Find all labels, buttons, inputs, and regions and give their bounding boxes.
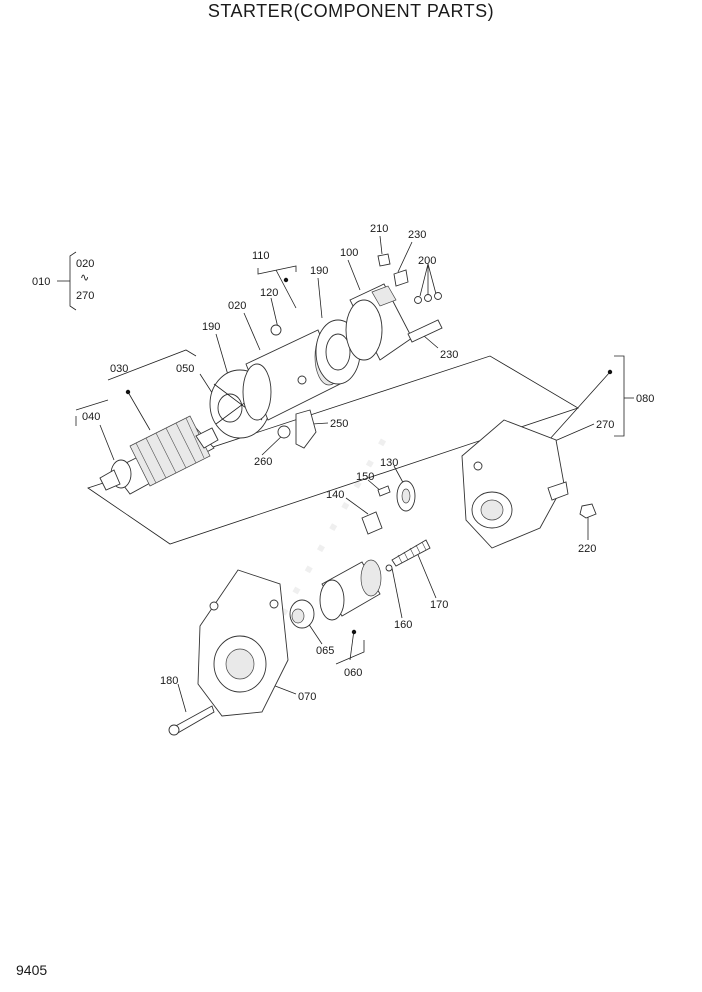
- callout-270-left: 270: [76, 290, 94, 302]
- callout-100: 100: [340, 247, 358, 259]
- callout-130: 130: [380, 457, 398, 469]
- callout-080: 080: [636, 393, 654, 405]
- callout-210: 210: [370, 223, 388, 235]
- rear-cover-part: [345, 283, 413, 361]
- callout-020-top: 020: [76, 258, 94, 270]
- callout-120: 120: [260, 287, 278, 299]
- callout-110: 110: [252, 250, 270, 262]
- range-symbol: ∿: [80, 272, 89, 284]
- callout-190-top: 190: [310, 265, 328, 277]
- callout-270-right: 270: [596, 419, 614, 431]
- callout-200: 200: [418, 255, 436, 267]
- callout-010: 010: [32, 276, 50, 288]
- callout-180: 180: [160, 675, 178, 687]
- callout-060: 060: [344, 667, 362, 679]
- part-drawings: [99, 253, 613, 736]
- callout-065: 065: [316, 645, 334, 657]
- housing-part: [461, 419, 569, 549]
- callout-170: 170: [430, 599, 448, 611]
- callout-190-left: 190: [202, 321, 220, 333]
- callout-labels: 010 020 ∿ 270 110 120 190 100 210 230 20…: [32, 223, 654, 703]
- leader-lines: [57, 235, 634, 713]
- page-title: STARTER(COMPONENT PARTS): [207, 1, 495, 21]
- callout-230-bottom: 230: [440, 349, 458, 361]
- callout-230-top: 230: [408, 229, 426, 241]
- front-bracket-part: [197, 569, 289, 717]
- callout-250: 250: [330, 418, 348, 430]
- callout-160: 160: [394, 619, 412, 631]
- callout-260: 260: [254, 456, 272, 468]
- callout-070: 070: [298, 691, 316, 703]
- clutch-part: [319, 559, 382, 621]
- callout-140: 140: [326, 489, 344, 501]
- page-number: 9405: [16, 962, 48, 978]
- callout-020-mid: 020: [228, 300, 246, 312]
- armature-part: [99, 415, 219, 495]
- callout-030: 030: [110, 363, 128, 375]
- callout-040: 040: [82, 411, 100, 423]
- callout-050: 050: [176, 363, 194, 375]
- callout-150: 150: [356, 471, 374, 483]
- callout-220: 220: [578, 543, 596, 555]
